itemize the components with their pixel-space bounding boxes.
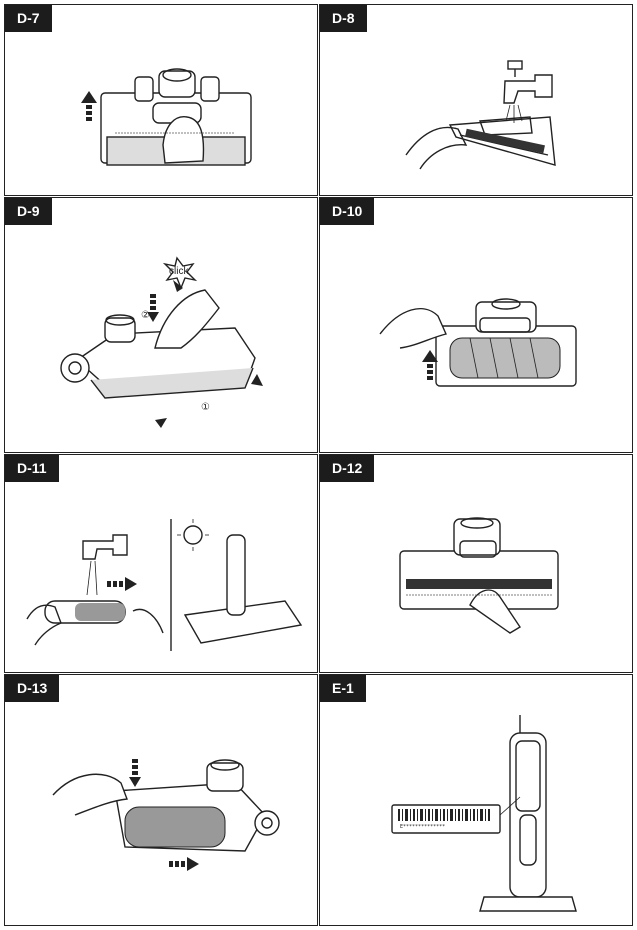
step-1-marker: ① [201, 402, 210, 413]
panel-d8: D-8 [319, 4, 633, 196]
illustration-wash-and-dry-roller [26, 519, 303, 651]
panel-e1: E-1 [319, 674, 633, 926]
illustration-rinse-brush-cover [405, 60, 556, 170]
click-label: click [169, 266, 189, 277]
panel-d7: D-7 [4, 4, 318, 196]
illustration-clean-brush-housing [399, 517, 559, 634]
panel-label: D-13 [5, 675, 60, 702]
illustration-remove-roller [379, 298, 577, 387]
illustration-serial-number-location: E************** [391, 715, 577, 912]
panel-label: E-1 [320, 675, 366, 702]
panel-d11: D-11 [4, 454, 318, 673]
panel-label: D-10 [320, 198, 375, 225]
panel-d12: D-12 [319, 454, 633, 673]
panel-label: D-11 [5, 455, 59, 482]
panel-label: D-8 [320, 5, 367, 32]
illustration-brush-head-lift [81, 68, 252, 166]
step-2-marker: ② [141, 310, 150, 321]
barcode [398, 809, 490, 821]
illustration-click-brush-cover: click ② ① [60, 256, 263, 428]
panel-d9: D-9 click ② ① [4, 197, 318, 453]
panel-d10: D-10 [319, 197, 633, 453]
serial-number-text: E************** [400, 824, 445, 830]
illustration-reinstall-roller [52, 759, 280, 871]
panel-label: D-9 [5, 198, 52, 225]
panel-label: D-7 [5, 5, 52, 32]
panel-label: D-12 [320, 455, 375, 482]
panel-d13: D-13 [4, 674, 318, 926]
